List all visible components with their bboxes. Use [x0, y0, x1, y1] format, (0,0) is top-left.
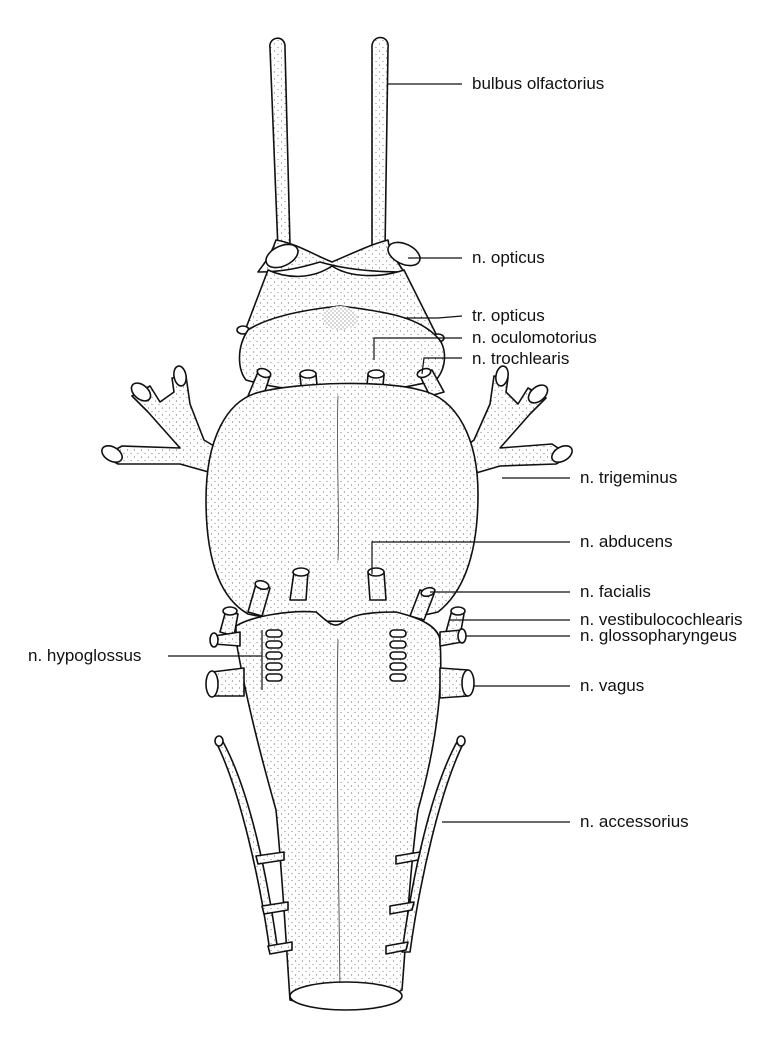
- label-bulbus-olfactorius: bulbus olfactorius: [472, 74, 605, 93]
- label-n-hypoglossus: n. hypoglossus: [28, 646, 142, 665]
- label-n-accessorius: n. accessorius: [580, 812, 689, 831]
- n-opticus-right-stump: [387, 241, 421, 267]
- label-n-trigeminus: n. trigeminus: [580, 468, 678, 487]
- label-n-facialis: n. facialis: [580, 582, 651, 601]
- n-opticus-left-stump: [265, 243, 299, 269]
- label-n-vagus: n. vagus: [580, 676, 645, 695]
- label-tr-opticus: tr. opticus: [472, 306, 545, 325]
- n-accessorius-right: [401, 739, 465, 953]
- olfactory-bulb-left: [269, 37, 291, 251]
- label-n-trochlearis: n. trochlearis: [472, 349, 570, 368]
- label-n-opticus: n. opticus: [472, 248, 545, 267]
- label-n-vestibulocochlearis: n. vestibulocochlearis: [580, 610, 743, 629]
- olfactory-bulb-right: [371, 36, 389, 251]
- leader-lines: [168, 83, 570, 823]
- label-n-abducens: n. abducens: [580, 532, 673, 551]
- spinal-cord-cut: [289, 981, 403, 1011]
- label-n-glossopharyngeus: n. glossopharyngeus: [580, 626, 737, 645]
- pons: [205, 382, 479, 623]
- label-n-oculomotorius: n. oculomotorius: [472, 328, 597, 347]
- midbrain: [238, 305, 446, 393]
